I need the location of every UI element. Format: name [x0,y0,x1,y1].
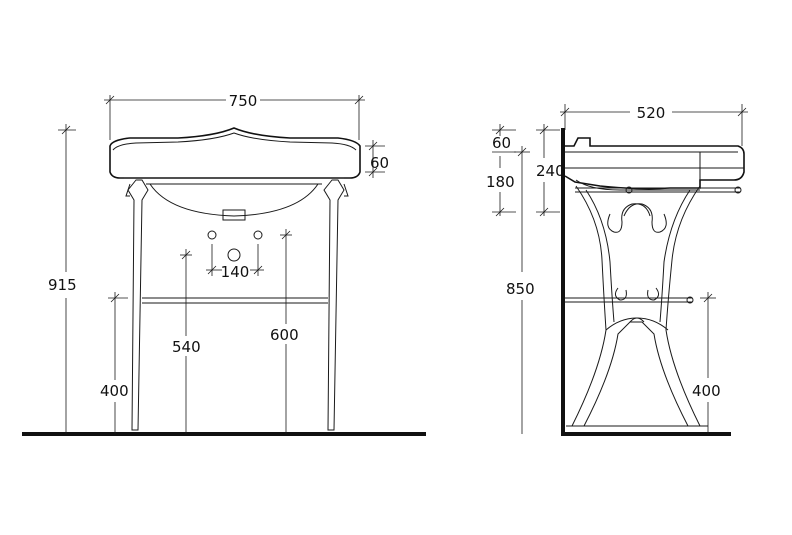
side-rim-height-label: 850 [506,280,535,298]
wall-line [561,128,565,436]
total-height-label: 915 [48,276,77,294]
floor-line [22,432,426,436]
front-view: 750 60 915 400 [22,92,426,436]
supply-height-label: 600 [270,326,299,344]
dim-915: 915 [48,124,77,434]
dim-140: 140 [206,244,264,281]
dim-60-side: 60 [492,124,516,153]
drain-height-label: 540 [172,338,201,356]
bowl-label: 180 [486,173,515,191]
dim-60-front: 60 [365,140,389,178]
dim-400-front: 400 [100,292,129,434]
basin-label: 240 [536,162,565,180]
tap-spacing-label: 140 [221,263,250,281]
tap-hole-left [207,230,217,240]
ornate-leg [565,185,708,427]
dim-600: 600 [270,229,299,434]
dim-520: 520 [560,104,748,146]
dim-180: 180 [486,156,516,217]
rim-height-label: 60 [370,154,389,172]
dim-240: 240 [536,124,565,217]
depth-label: 520 [637,104,666,122]
side-rail-height-label: 400 [692,382,721,400]
tap-hole-right [253,230,263,240]
dim-540: 540 [172,249,201,434]
basin-front [109,127,361,221]
rail-height-label: 400 [100,382,129,400]
basin-side [564,137,745,194]
drain-hole [227,248,241,262]
floor-line-side [561,432,731,436]
dim-400-side: 400 [692,292,721,434]
side-view: 520 60 180 240 [486,104,748,436]
dim-750: 750 [104,92,365,140]
side-rim-label: 60 [492,134,511,152]
dim-850: 850 [506,146,535,434]
legs-front [125,179,349,431]
width-label: 750 [229,92,258,110]
